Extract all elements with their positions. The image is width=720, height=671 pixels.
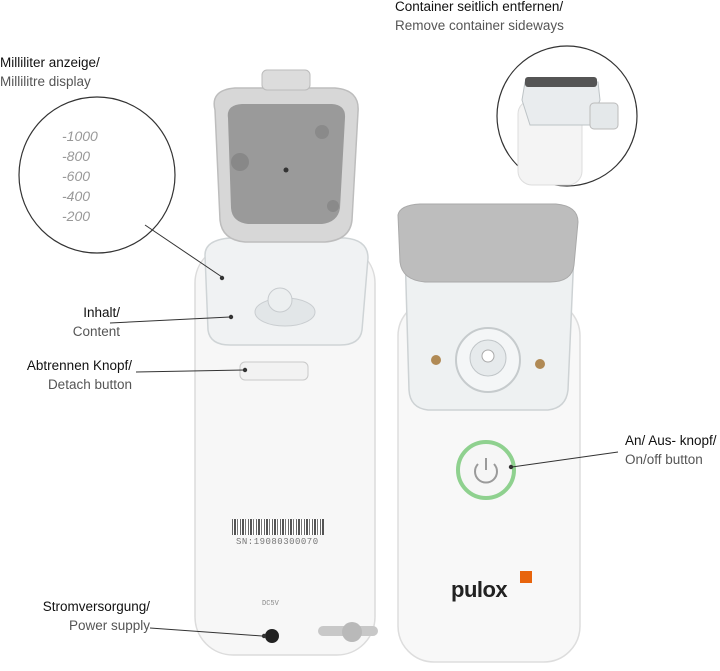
brand-logo: pulox — [451, 577, 508, 602]
left-device — [194, 69, 378, 656]
label-detach: Abtrennen Knopf/ Detach button — [26, 358, 132, 392]
scale-mark-200: -200 — [62, 208, 91, 224]
label-onoff: An/ Aus- knopf/ On/off button — [625, 433, 717, 467]
label-power: Stromversorgung/ Power supply — [42, 599, 150, 633]
label-container: Container seitlich entfernen/ Remove con… — [395, 0, 564, 33]
dc-label: DC5V — [262, 600, 279, 608]
scale-mark-1000: -1000 — [62, 128, 98, 144]
scale-mark-400: -400 — [62, 188, 91, 204]
scale-mark-600: -600 — [62, 168, 91, 184]
brand-logo-mark — [520, 571, 532, 583]
right-device — [397, 203, 581, 663]
serial-number: SN:19080300070 — [236, 537, 319, 547]
scale-mark-800: -800 — [62, 148, 91, 164]
label-milliliter: Milliliter anzeige/ Millilitre display — [0, 55, 100, 89]
zoom-container-image — [517, 77, 619, 186]
zoom-circle-scale — [18, 96, 176, 254]
barcode — [232, 519, 324, 535]
label-content: Inhalt/ Content — [72, 305, 120, 339]
